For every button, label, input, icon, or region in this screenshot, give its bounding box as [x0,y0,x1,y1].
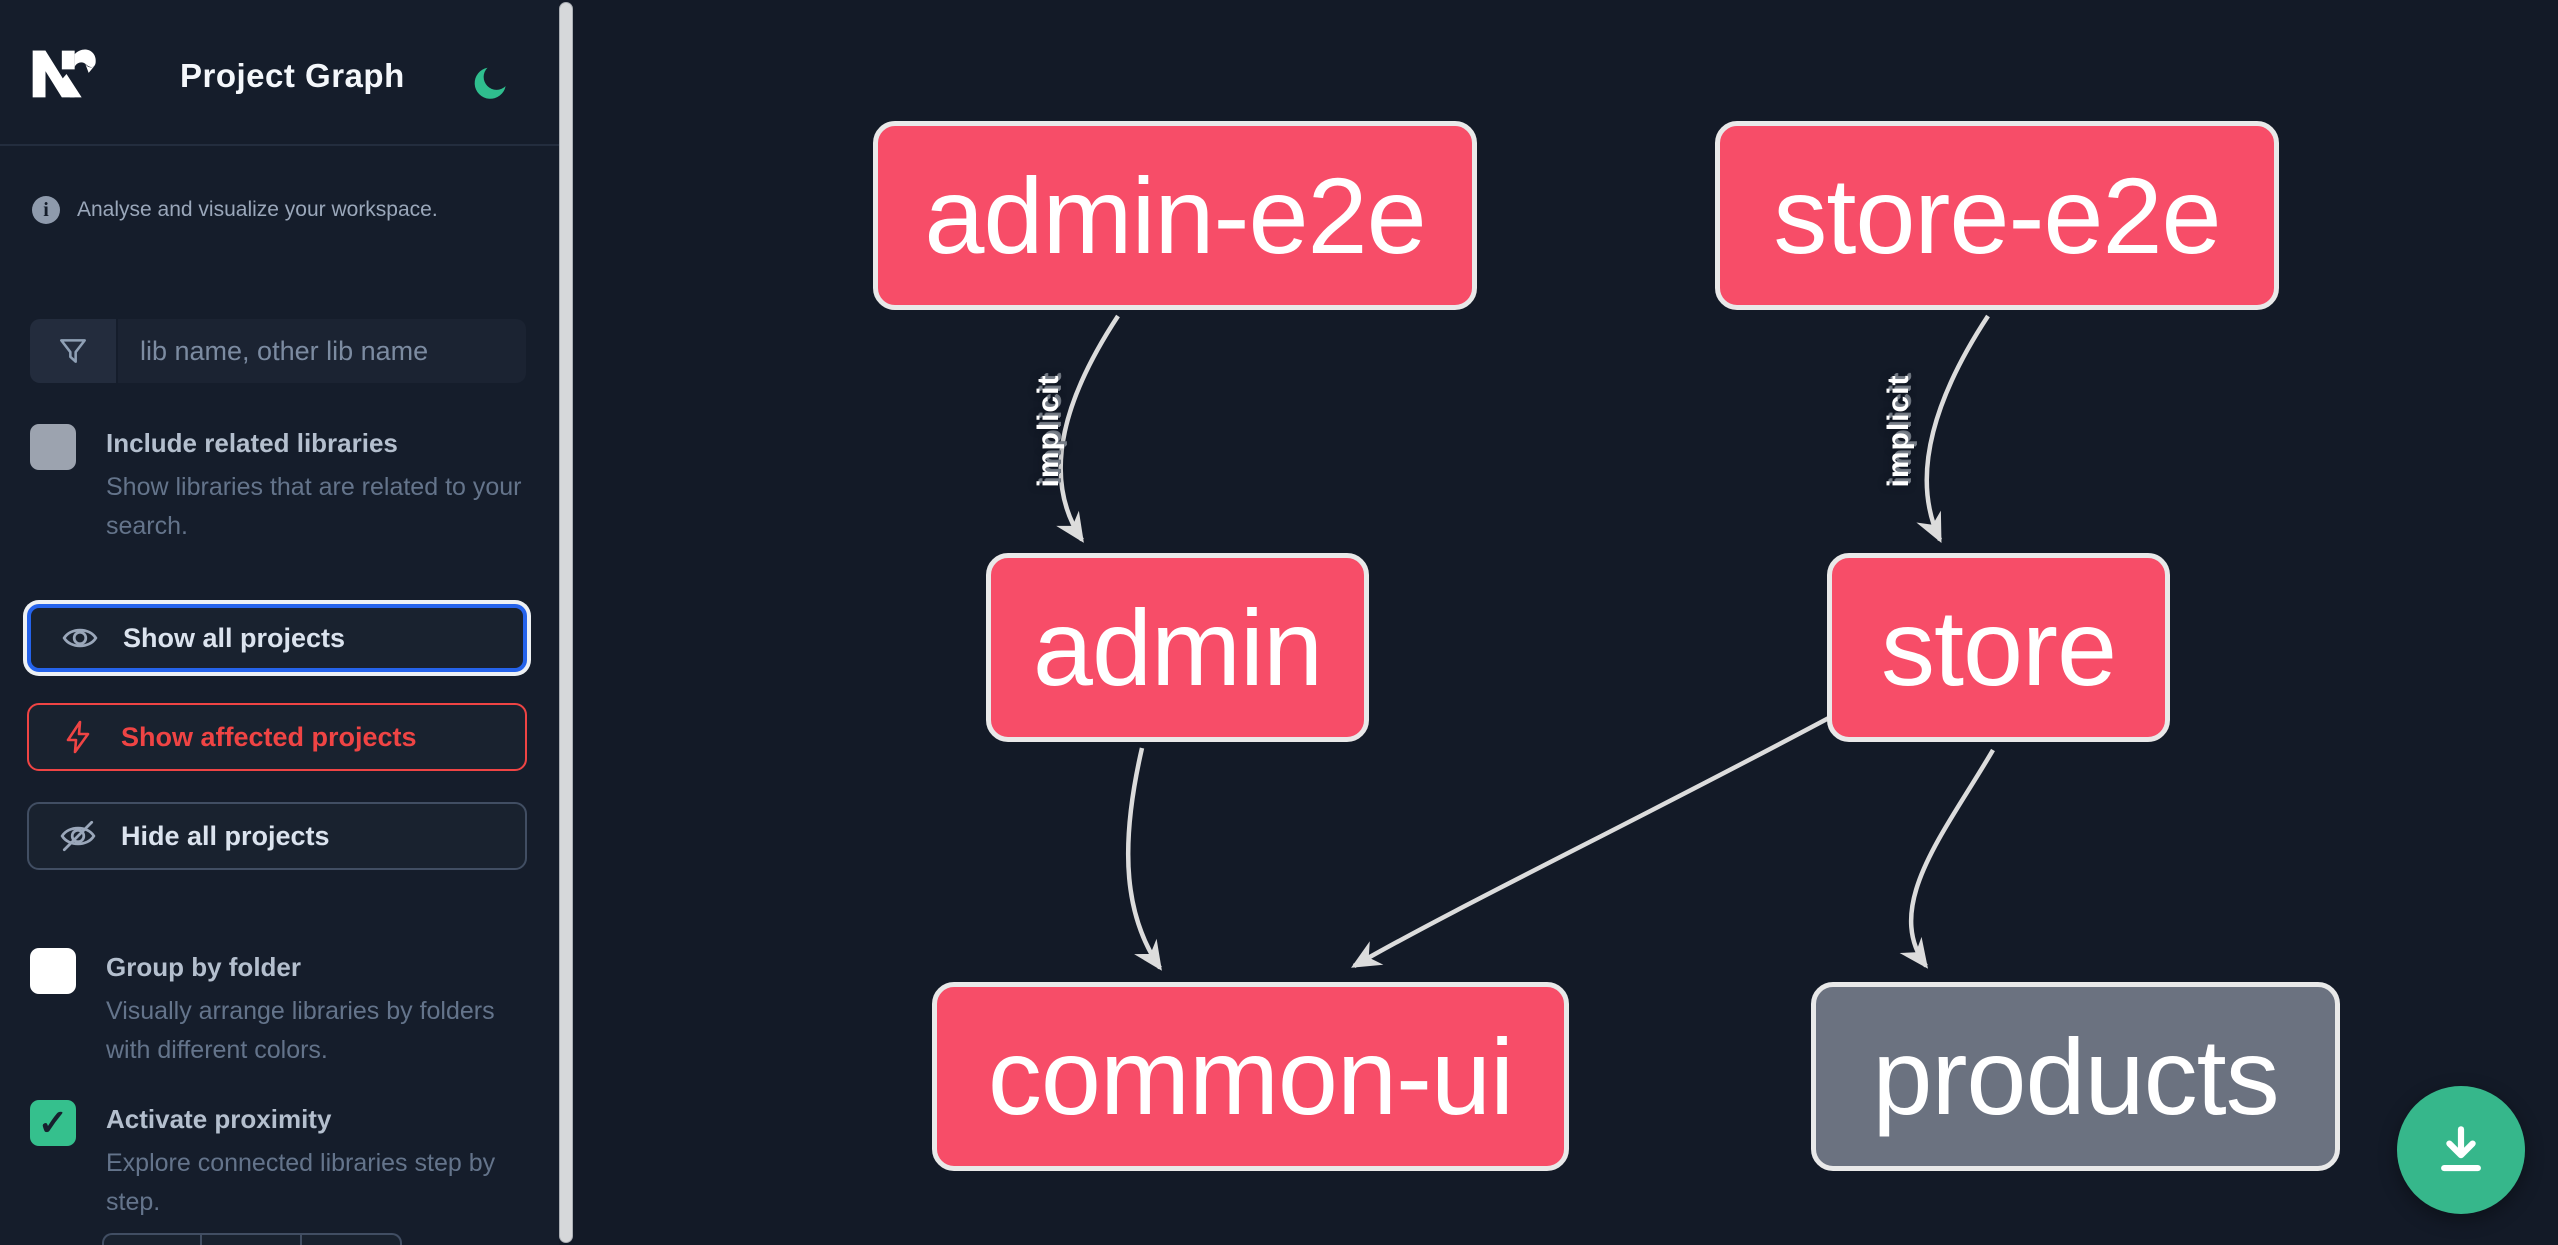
stepper-segment[interactable] [102,1233,202,1245]
stepper-segment[interactable] [302,1233,402,1245]
graph-edge-store-to-products[interactable] [1899,748,1995,969]
toggle-label: Activate proximity [106,1104,332,1134]
bolt-icon [59,718,97,756]
app-title: Project Graph [180,57,405,94]
sidebar-header: Project Graph [0,0,559,146]
graph-node-label: admin-e2e [924,155,1426,276]
button-label: Show affected projects [121,721,417,752]
workspace-info: i Analyse and visualize your workspace. [32,196,532,224]
nx-logo-icon [32,49,96,98]
stepper-segment[interactable] [202,1233,302,1245]
filter-icon [60,339,86,363]
graph-node-common-ui[interactable]: common-ui [932,982,1569,1171]
graph-node-label: store [1880,587,2117,708]
graph-node-admin[interactable]: admin [986,553,1369,742]
graph-node-store-e2e[interactable]: store-e2e [1715,121,2279,310]
checkbox-include-related[interactable] [30,424,76,470]
graph-node-label: products [1872,1016,2279,1137]
edge-label-implicit: implicit [1032,374,1065,488]
filter-icon-cell [30,319,116,383]
download-icon [2441,1126,2481,1172]
sidebar: Project Graph i Analyse and visualize yo… [0,0,559,1245]
download-image-button[interactable] [2397,1086,2525,1214]
moon-icon [474,67,506,99]
graph-node-store[interactable]: store [1827,553,2170,742]
graph-node-label: admin [1032,587,1323,708]
toggle-label: Group by folder [106,952,301,982]
graph-node-label: common-ui [987,1016,1514,1137]
proximity-stepper-partial[interactable] [102,1233,402,1245]
graph-edge-store-to-common-ui[interactable] [1351,710,1842,968]
show-all-projects-button[interactable]: Show all projects [27,604,527,672]
tagline: Analyse and visualize your workspace. [77,198,438,221]
toggle-description: Visually arrange libraries by folders wi… [106,997,495,1064]
button-label: Show all projects [123,622,346,653]
graph-edge-admin-e2e-to-admin[interactable] [1056,314,1120,543]
checkbox-activate-proximity[interactable] [30,1100,76,1146]
graph-edge-store-e2e-to-store[interactable] [1916,314,1990,544]
sidebar-scrollbar[interactable] [559,2,573,1243]
graph-edge-admin-to-common-ui[interactable] [1125,747,1162,971]
graph-node-admin-e2e[interactable]: admin-e2e [873,121,1477,310]
search-input[interactable] [118,319,526,383]
toggle-label: Include related libraries [106,428,398,458]
hide-all-projects-button[interactable]: Hide all projects [27,802,527,870]
eye-off-icon [59,817,97,855]
search-bar [30,319,526,383]
graph-node-products[interactable]: products [1811,982,2340,1171]
show-affected-projects-button[interactable]: Show affected projects [27,703,527,771]
toggle-description: Show libraries that are related to your … [106,473,522,540]
button-label: Hide all projects [121,820,330,851]
edge-label-implicit: implicit [1882,374,1915,488]
theme-toggle-button[interactable] [468,62,512,106]
checkbox-group-by-folder[interactable] [30,948,76,994]
info-icon: i [32,196,60,224]
graph-node-label: store-e2e [1773,155,2221,276]
toggle-description: Explore connected libraries step by step… [106,1149,496,1216]
eye-icon [61,619,99,657]
